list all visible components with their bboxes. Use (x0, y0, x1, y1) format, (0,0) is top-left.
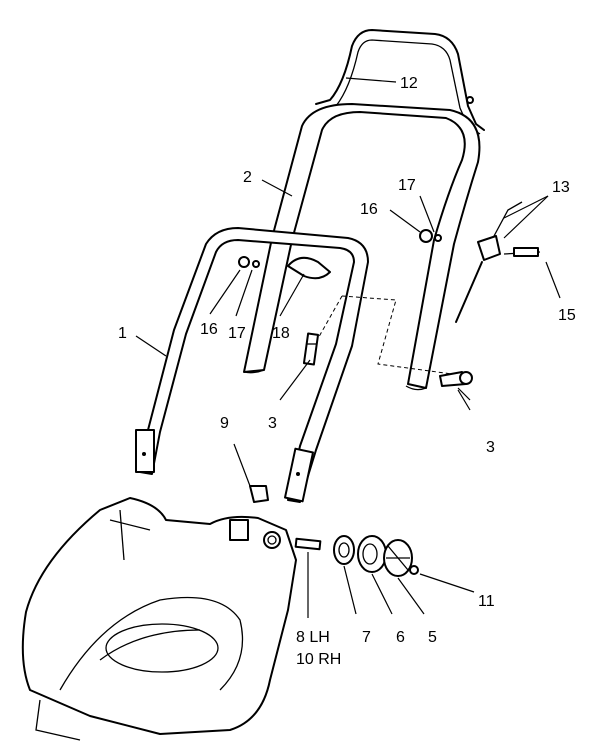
leader-lines (135, 77, 561, 618)
upper-handle (243, 103, 481, 391)
label-17-left: 17 (228, 325, 246, 342)
label-5: 5 (428, 629, 437, 646)
label-12: 12 (400, 75, 418, 92)
cable-clip (287, 256, 331, 280)
nut-washer-right (419, 229, 442, 243)
label-8-lh: 8 LH (296, 629, 330, 646)
washer-7 (333, 535, 355, 565)
label-13: 13 (552, 179, 570, 196)
label-2: 2 (243, 169, 252, 186)
mower-deck (21, 497, 297, 741)
label-7: 7 (362, 629, 371, 646)
switch-box (455, 201, 541, 323)
nut-washer-left (238, 256, 260, 268)
label-1: 1 (118, 325, 127, 342)
axle-pin (294, 537, 322, 551)
dashed-connector (315, 295, 453, 375)
bearing-6 (357, 535, 387, 573)
label-17-right: 17 (398, 177, 416, 194)
label-3-right: 3 (486, 439, 495, 456)
bolt-lower (302, 332, 320, 366)
label-16-right: 16 (360, 201, 378, 218)
cap-11 (409, 565, 419, 575)
label-15: 15 (558, 307, 576, 324)
lower-handle (135, 227, 369, 503)
label-16-left: 16 (200, 321, 218, 338)
label-9: 9 (220, 415, 229, 432)
label-6: 6 (396, 629, 405, 646)
clip-part (249, 485, 269, 503)
label-18: 18 (272, 325, 290, 342)
wheel-hub-5 (383, 539, 413, 577)
label-10-rh: 10 RH (296, 651, 341, 668)
bolt-right (439, 371, 473, 387)
label-11: 11 (478, 593, 495, 610)
label-3-left: 3 (268, 415, 277, 432)
